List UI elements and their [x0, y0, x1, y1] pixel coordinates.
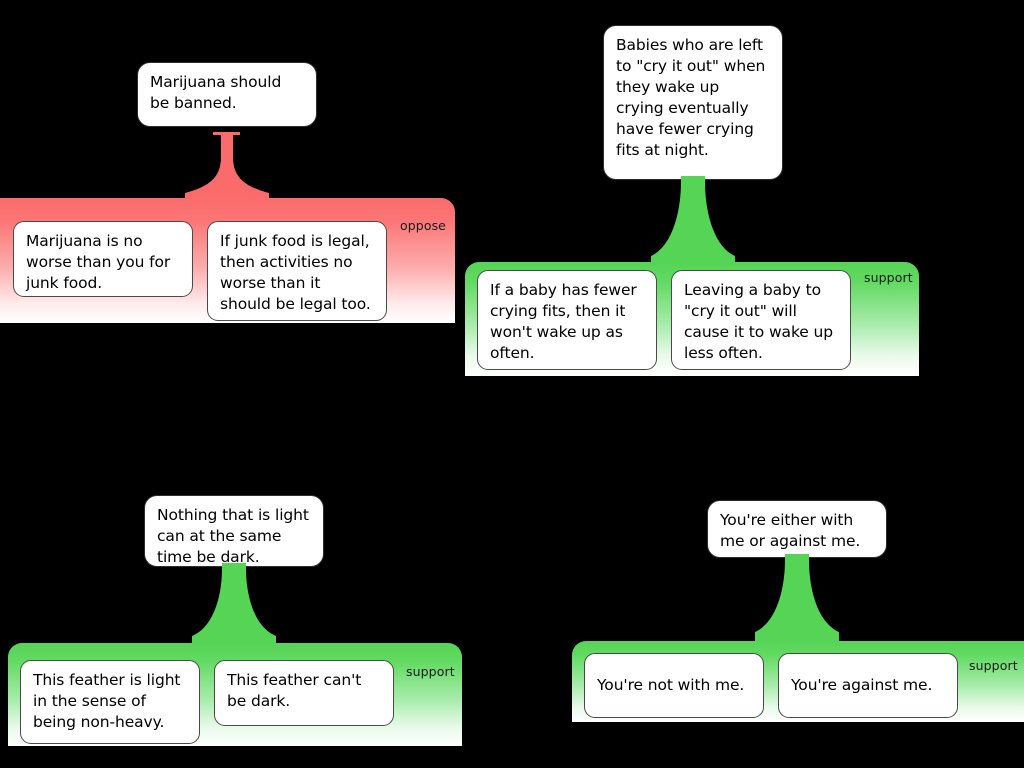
claim-card[interactable]: You're either with me or against me. — [707, 500, 887, 558]
premise-card[interactable]: This feather is light in the sense of be… — [20, 660, 200, 744]
premise-card[interactable]: If junk food is legal, then activities n… — [207, 221, 387, 321]
premise-card[interactable]: This feather can't be dark. — [214, 660, 394, 726]
premise-card[interactable]: If a baby has fewer crying fits, then it… — [477, 270, 657, 370]
premise-card[interactable]: Leaving a baby to "cry it out" will caus… — [671, 270, 851, 370]
connector-stub — [213, 132, 240, 135]
relation-label-oppose: oppose — [400, 218, 446, 233]
premise-card[interactable]: You're not with me. — [584, 653, 764, 718]
claim-card[interactable]: Marijuana should be banned. — [137, 62, 317, 127]
premise-card[interactable]: You're against me. — [778, 653, 958, 718]
connector-support — [651, 176, 735, 270]
relation-label-support: support — [864, 270, 913, 285]
relation-label-support: support — [969, 658, 1018, 673]
relation-label-support: support — [406, 664, 455, 679]
claim-card[interactable]: Babies who are left to "cry it out" when… — [603, 25, 783, 180]
connector-support — [755, 554, 839, 646]
premise-card[interactable]: Marijuana is no worse than you for junk … — [13, 221, 193, 297]
connector-support — [192, 563, 276, 649]
claim-card[interactable]: Nothing that is light can at the same ti… — [144, 495, 324, 567]
connector-oppose — [185, 135, 269, 205]
